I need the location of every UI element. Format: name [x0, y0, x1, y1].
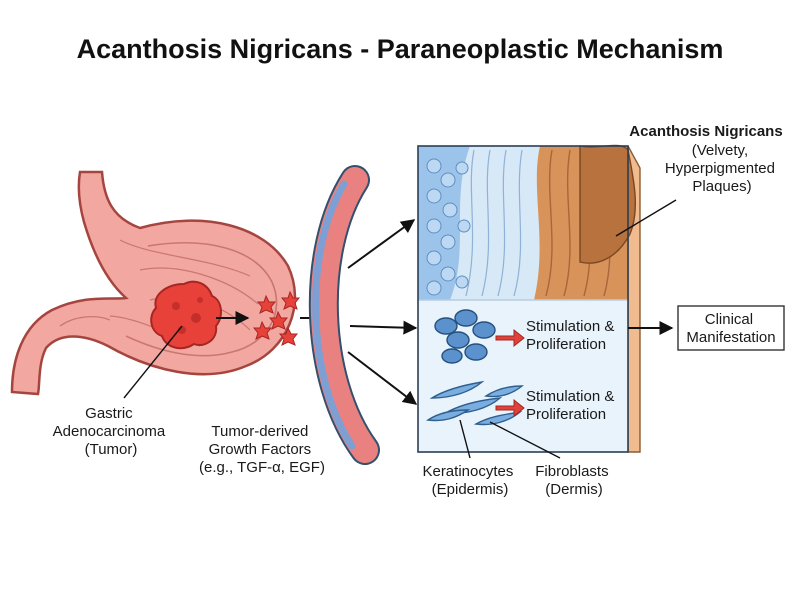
clinical-manifestation-box — [677, 305, 785, 351]
vessel-to-keratinocytes-arrow — [349, 320, 418, 335]
keratinocyte-pointer — [459, 419, 471, 459]
blood-vessel-icon — [308, 165, 380, 465]
skin-cross-section-icon: Stimulation & Proliferation Stimulation … — [417, 144, 641, 453]
tumor-icon — [150, 280, 222, 350]
stimulation-label-2: Stimulation & Proliferation — [526, 388, 619, 423]
tumor-pointer — [123, 325, 183, 399]
keratinocytes-label: Keratinocytes (Epidermis) — [422, 463, 517, 498]
fibroblast-pointer — [489, 421, 561, 459]
diagram-title: Acanthosis Nigricans - Paraneoplastic Me… — [77, 34, 724, 64]
tumor-label: Gastric Adenocarcinoma (Tumor) — [53, 405, 170, 458]
keratinocyte-cluster-icon — [434, 309, 496, 364]
growth-factors-label: Tumor-derived Growth Factors (e.g., TGF-… — [199, 423, 325, 476]
vessel-to-epidermis-arrow — [347, 219, 416, 269]
stimulation-arrow-1 — [495, 328, 525, 348]
clinical-label: Clinical Manifestation — [686, 311, 775, 346]
growth-factor-icon — [252, 290, 301, 346]
acanthosis-title-label: Acanthosis Nigricans — [629, 123, 782, 140]
acanthosis-pointer — [615, 199, 677, 237]
acanthosis-desc-label: (Velvety, Hyperpigmented Plaques) — [665, 142, 779, 195]
fibroblasts-label: Fibroblasts (Dermis) — [535, 463, 613, 498]
fibroblast-icon — [426, 380, 524, 426]
vessel-to-fibroblasts-arrow — [347, 351, 418, 405]
stimulation-label-1: Stimulation & Proliferation — [526, 318, 619, 353]
stimulation-arrow-2 — [495, 398, 525, 418]
